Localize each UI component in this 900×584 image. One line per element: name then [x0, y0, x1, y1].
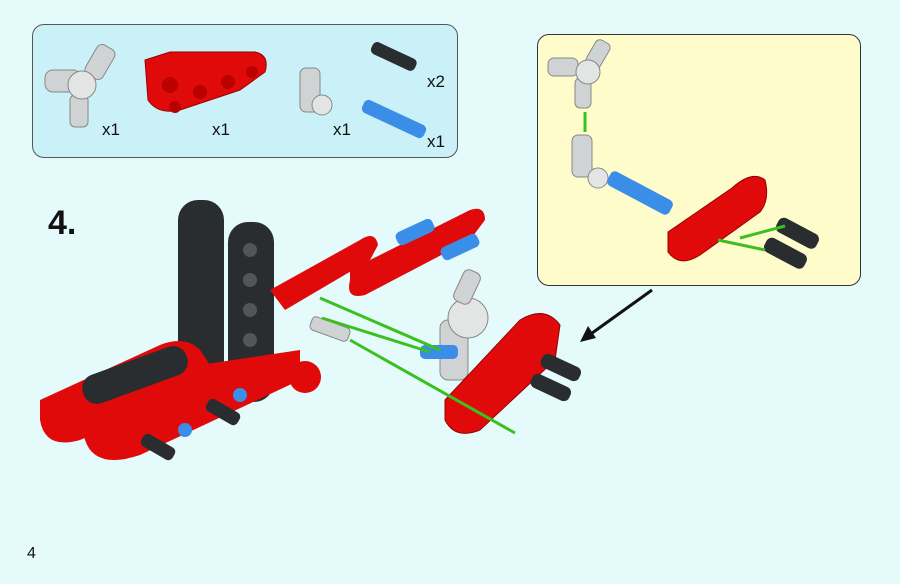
callout-pointer-arrow [587, 288, 653, 338]
qty-red-l-beam: x1 [212, 120, 230, 139]
callout-parts [547, 39, 819, 269]
qty-black-pin: x2 [427, 72, 445, 91]
sub-assembly [420, 269, 582, 434]
part-blue-pin [361, 99, 427, 139]
assembly-arrows [319, 296, 516, 435]
main-assembly [40, 200, 485, 461]
page-number: 4 [27, 545, 36, 562]
part-red-l-beam [144, 51, 267, 113]
part-black-pin [370, 42, 417, 71]
part-angle-connector [299, 67, 333, 116]
step-number: 4. [48, 204, 77, 242]
qty-blue-pin: x1 [427, 132, 445, 151]
qty-angle-connector: x1 [333, 120, 351, 139]
qty-3way-connector: x1 [102, 120, 120, 139]
part-3way-connector [44, 43, 116, 128]
